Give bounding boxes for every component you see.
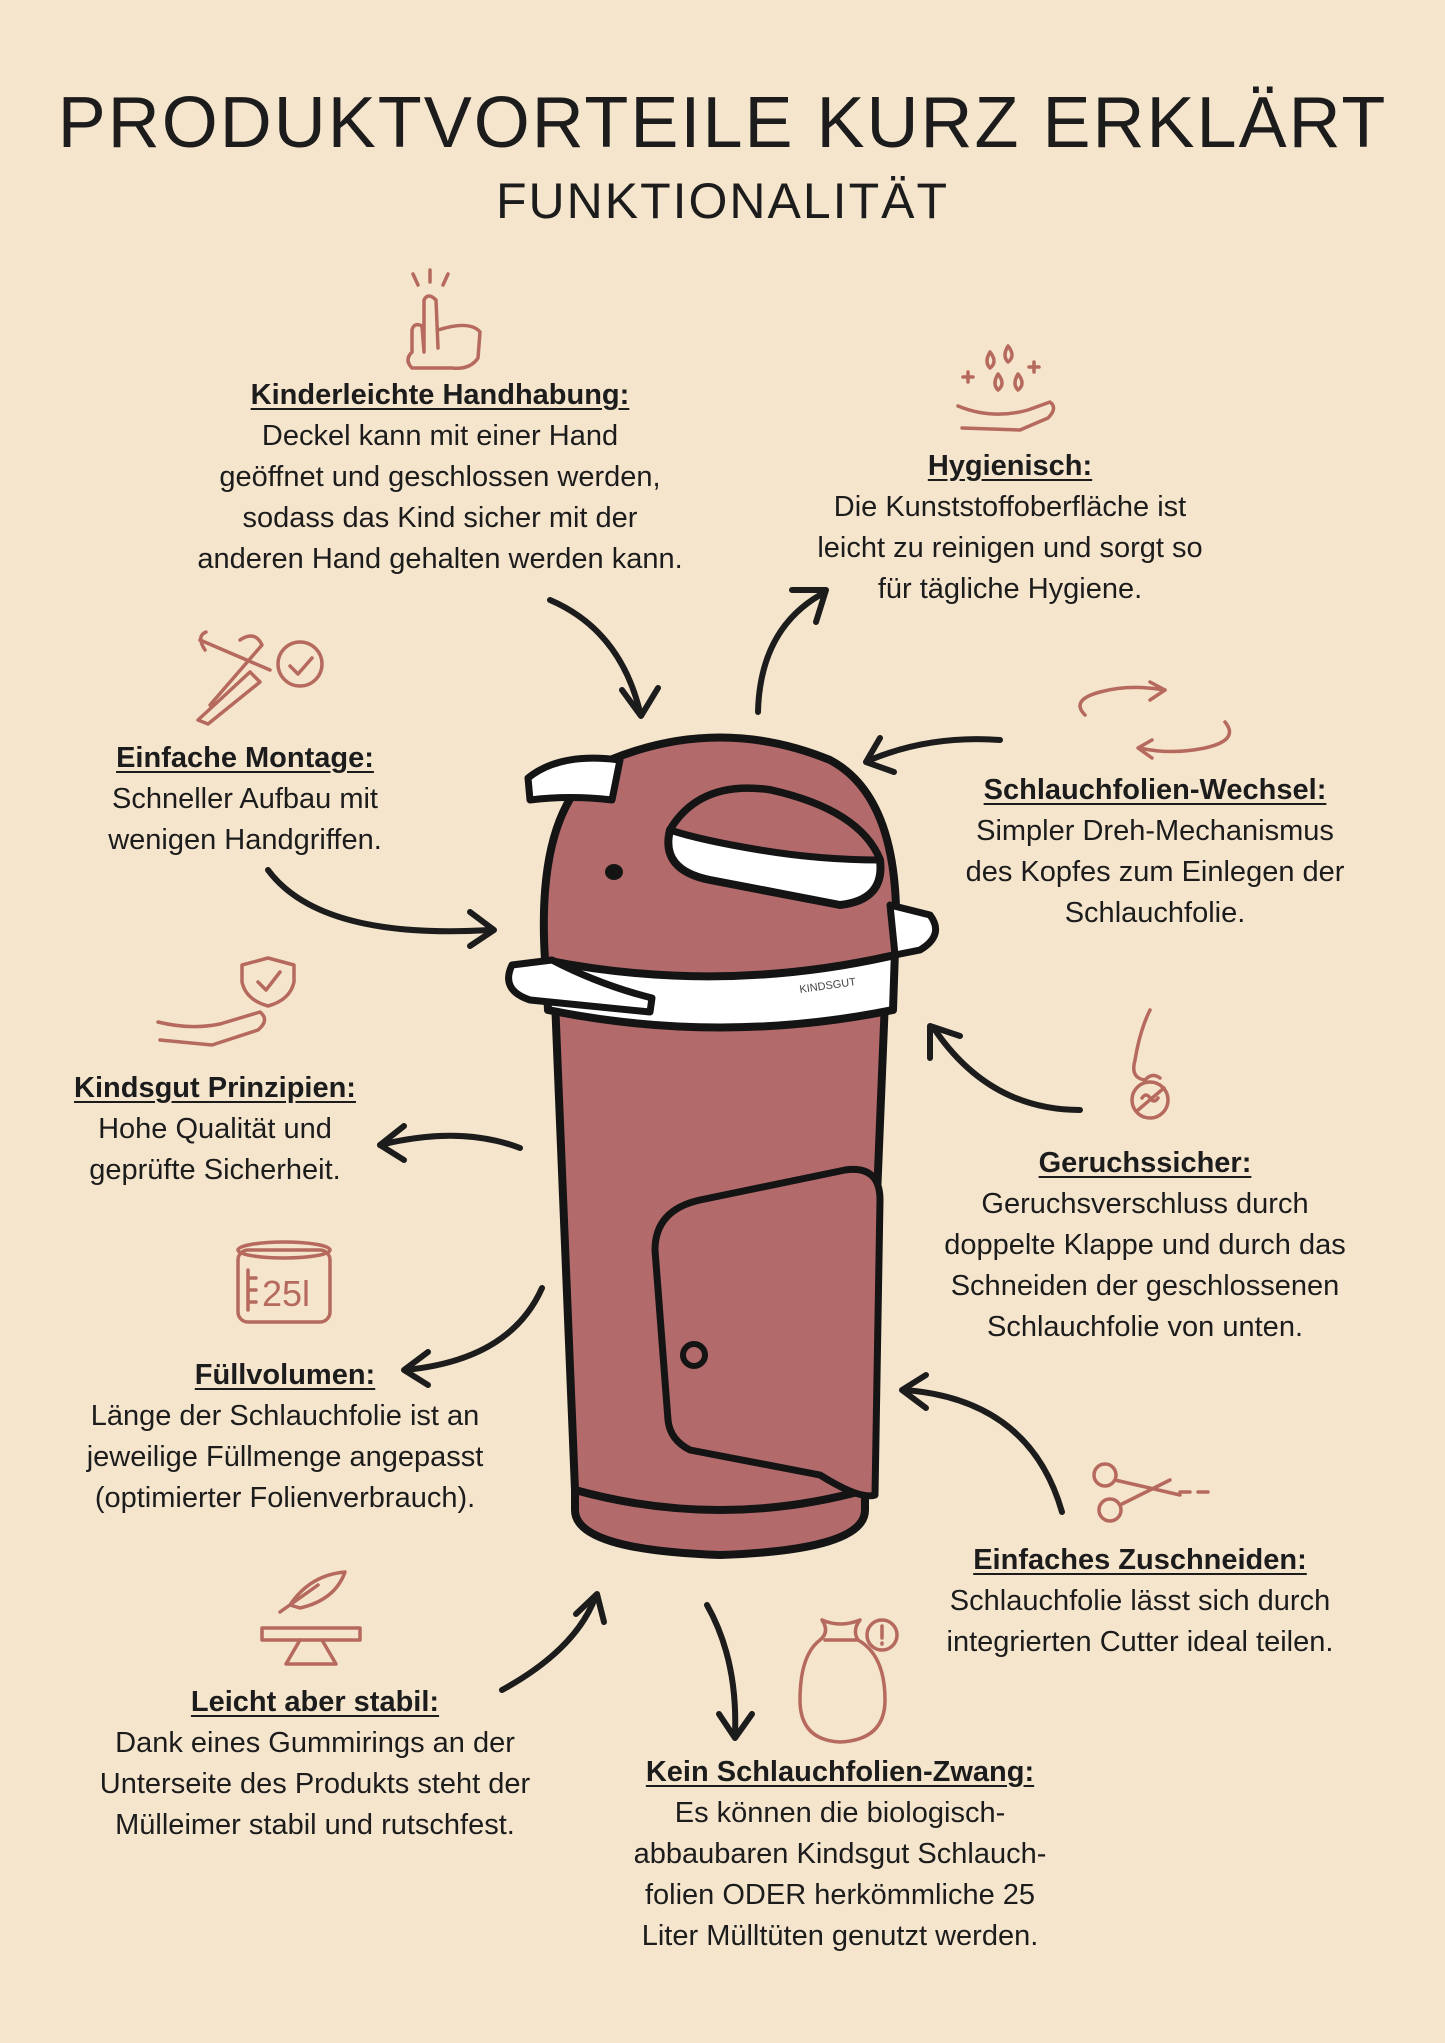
feature-hygienisch: Hygienisch: Die Kunststoffoberfläche ist… bbox=[790, 446, 1230, 610]
arrow-head-fuellvolumen bbox=[401, 1349, 431, 1388]
shield-hand-icon bbox=[156, 956, 296, 1047]
arrow-hygienisch bbox=[755, 592, 823, 715]
container-25l-icon: 25l bbox=[236, 1240, 332, 1324]
tools-check-icon bbox=[196, 630, 324, 726]
feature-stabil: Leicht aber stabil: Dank eines Gummiring… bbox=[80, 1682, 550, 1846]
arrow-head-geruch bbox=[927, 1023, 963, 1061]
nose-no-smell-icon bbox=[1130, 1008, 1170, 1120]
arrow-head-handhabung bbox=[619, 685, 661, 719]
feature-body: Schlauchfolie lässt sich durch integrier… bbox=[946, 1585, 1334, 1658]
feature-body: Hohe Qualität und geprüfte Sicherheit. bbox=[89, 1113, 341, 1186]
feature-body: Deckel kann mit einer Hand geöffnet und … bbox=[197, 420, 683, 575]
feature-prinzipien: Kindsgut Prinzipien: Hohe Qualität und g… bbox=[60, 1068, 370, 1191]
feature-heading: Kindsgut Prinzipien: bbox=[74, 1072, 356, 1104]
arrow-head-prinzipien bbox=[377, 1123, 407, 1163]
feature-geruch: Geruchssicher: Geruchsverschluss durch d… bbox=[935, 1143, 1355, 1348]
arrow-montage bbox=[265, 867, 493, 935]
feature-heading: Einfache Montage: bbox=[116, 742, 374, 774]
feature-zuschneiden: Einfaches Zuschneiden: Schlauchfolie läs… bbox=[920, 1540, 1360, 1663]
page-title: PRODUKTVORTEILE KURZ ERKLÄRT bbox=[57, 83, 1388, 163]
feature-heading: Leicht aber stabil: bbox=[190, 1686, 440, 1718]
feature-body: Es können die biologisch- abbaubaren Kin… bbox=[633, 1797, 1047, 1952]
water-drops-hand-icon bbox=[956, 344, 1056, 432]
scissors-icon bbox=[1092, 1462, 1210, 1523]
feature-fuellvolumen: Füllvolumen: Länge der Schlauchfolie ist… bbox=[70, 1355, 500, 1519]
feature-body: Die Kunststoffoberfläche ist leicht zu r… bbox=[817, 491, 1203, 605]
arrow-zuschneiden bbox=[902, 1387, 1065, 1515]
feature-body: Dank eines Gummirings an der Unterseite … bbox=[99, 1727, 531, 1841]
feature-wechsel: Schlauchfolien-Wechsel: Simpler Dreh-Mec… bbox=[945, 770, 1365, 934]
arrow-zwang bbox=[704, 1602, 739, 1738]
feather-scale-icon bbox=[260, 1570, 362, 1666]
container-label: 25l bbox=[262, 1273, 310, 1314]
feature-body: Geruchsverschluss durch doppelte Klappe … bbox=[944, 1188, 1346, 1343]
feature-heading: Kinderleichte Handhabung: bbox=[250, 379, 630, 411]
feature-body: Simpler Dreh-Mechanismus des Kopfes zum … bbox=[965, 815, 1345, 929]
diaper-pail-illustration: KINDSGUT bbox=[505, 733, 940, 1560]
arrow-head-zuschneiden bbox=[899, 1372, 929, 1411]
arrow-handhabung bbox=[547, 597, 643, 715]
arrow-fuellvolumen bbox=[402, 1285, 545, 1373]
garbage-bag-alert-icon bbox=[798, 1618, 899, 1744]
arrow-head-montage bbox=[467, 909, 497, 949]
feature-heading: Schlauchfolien-Wechsel: bbox=[983, 774, 1327, 806]
arrow-stabil bbox=[499, 1595, 598, 1693]
arrow-head-stabil bbox=[573, 1591, 607, 1625]
rotate-arrows-icon bbox=[1078, 680, 1232, 760]
feature-heading: Füllvolumen: bbox=[194, 1359, 376, 1391]
pointing-hand-icon bbox=[406, 268, 482, 371]
arrow-wechsel bbox=[867, 736, 1003, 763]
feature-zwang: Kein Schlauchfolien-Zwang: Es können die… bbox=[620, 1752, 1060, 1957]
arrow-head-hygienisch bbox=[789, 587, 829, 625]
feature-body: Schneller Aufbau mit wenigen Handgriffen… bbox=[108, 783, 382, 856]
arrows bbox=[265, 587, 1083, 1741]
feature-body: Länge der Schlauchfolie ist an jeweilige… bbox=[86, 1400, 484, 1514]
feature-heading: Hygienisch: bbox=[927, 450, 1093, 482]
arrow-head-wechsel bbox=[863, 735, 897, 775]
arrow-geruch bbox=[932, 1027, 1083, 1113]
feature-handhabung: Kinderleichte Handhabung: Deckel kann mi… bbox=[170, 375, 710, 580]
page-subtitle: FUNKTIONALITÄT bbox=[495, 173, 950, 229]
feature-heading: Kein Schlauchfolien-Zwang: bbox=[645, 1756, 1035, 1788]
feature-heading: Einfaches Zuschneiden: bbox=[973, 1544, 1307, 1576]
feature-heading: Geruchssicher: bbox=[1038, 1147, 1252, 1179]
arrow-prinzipien bbox=[377, 1132, 523, 1151]
arrow-head-zwang bbox=[716, 1711, 755, 1741]
feature-montage: Einfache Montage: Schneller Aufbau mit w… bbox=[80, 738, 410, 861]
